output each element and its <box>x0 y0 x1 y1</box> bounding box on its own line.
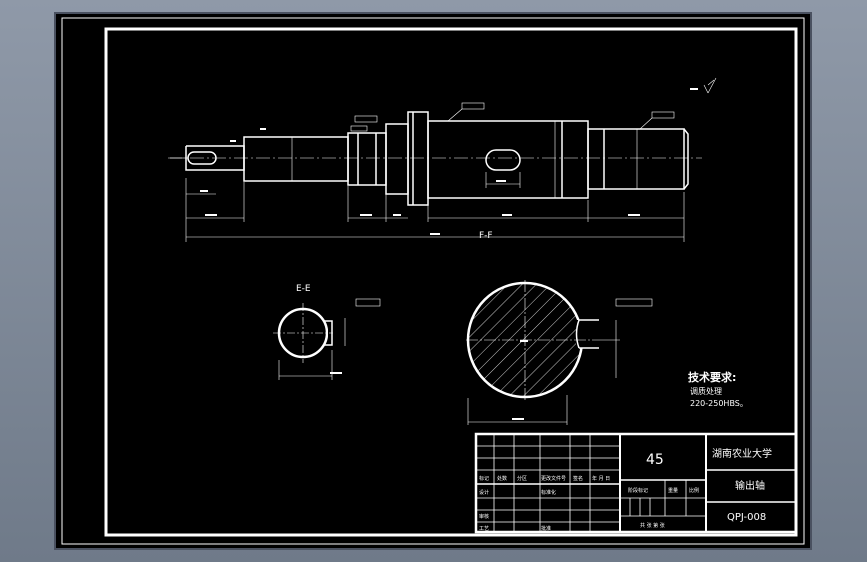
shaft-dimensions <box>170 121 685 242</box>
material-value: 45 <box>646 452 664 468</box>
weight-header: 重量 <box>668 487 678 494</box>
sheet-info: 共 张 第 张 <box>640 522 665 529</box>
col-label-change: 更改文件号 <box>541 475 566 482</box>
row-label-process: 工艺 <box>479 526 489 532</box>
total-length-label: F-F <box>479 231 493 241</box>
section-ee-view <box>273 303 346 380</box>
drawing-number: QPJ-008 <box>727 512 766 523</box>
col-label-count: 处数 <box>497 475 507 482</box>
col-label-standard: 标准化 <box>541 489 556 496</box>
col-label-approve: 批准 <box>541 525 551 532</box>
row-label-review: 审核 <box>479 513 489 520</box>
row-label-design: 设计 <box>479 489 489 496</box>
section-ee-label: E-E <box>296 284 311 294</box>
drawing-inner-border <box>104 27 798 537</box>
drawing-outer-border <box>61 17 805 545</box>
stage-header: 阶段标记 <box>628 487 648 494</box>
tech-req-heading: 技术要求: <box>688 370 736 384</box>
large-section-view <box>466 280 620 425</box>
part-name: 输出轴 <box>735 479 765 492</box>
tech-req-line2: 220-250HBS。 <box>690 399 748 408</box>
scale-header: 比例 <box>689 487 699 494</box>
shaft-front-view <box>168 111 702 206</box>
tech-req-line1: 调质处理 <box>690 386 722 396</box>
title-block <box>474 432 798 534</box>
col-label-sign: 签名 <box>573 475 583 482</box>
tolerance-frames <box>350 77 717 307</box>
col-label-zone: 分区 <box>517 475 527 482</box>
school-name: 湖南农业大学 <box>712 447 772 460</box>
row-label-mark: 标记 <box>479 475 489 482</box>
col-label-date: 年 月 日 <box>592 475 610 482</box>
drawing-sheet <box>54 12 812 550</box>
